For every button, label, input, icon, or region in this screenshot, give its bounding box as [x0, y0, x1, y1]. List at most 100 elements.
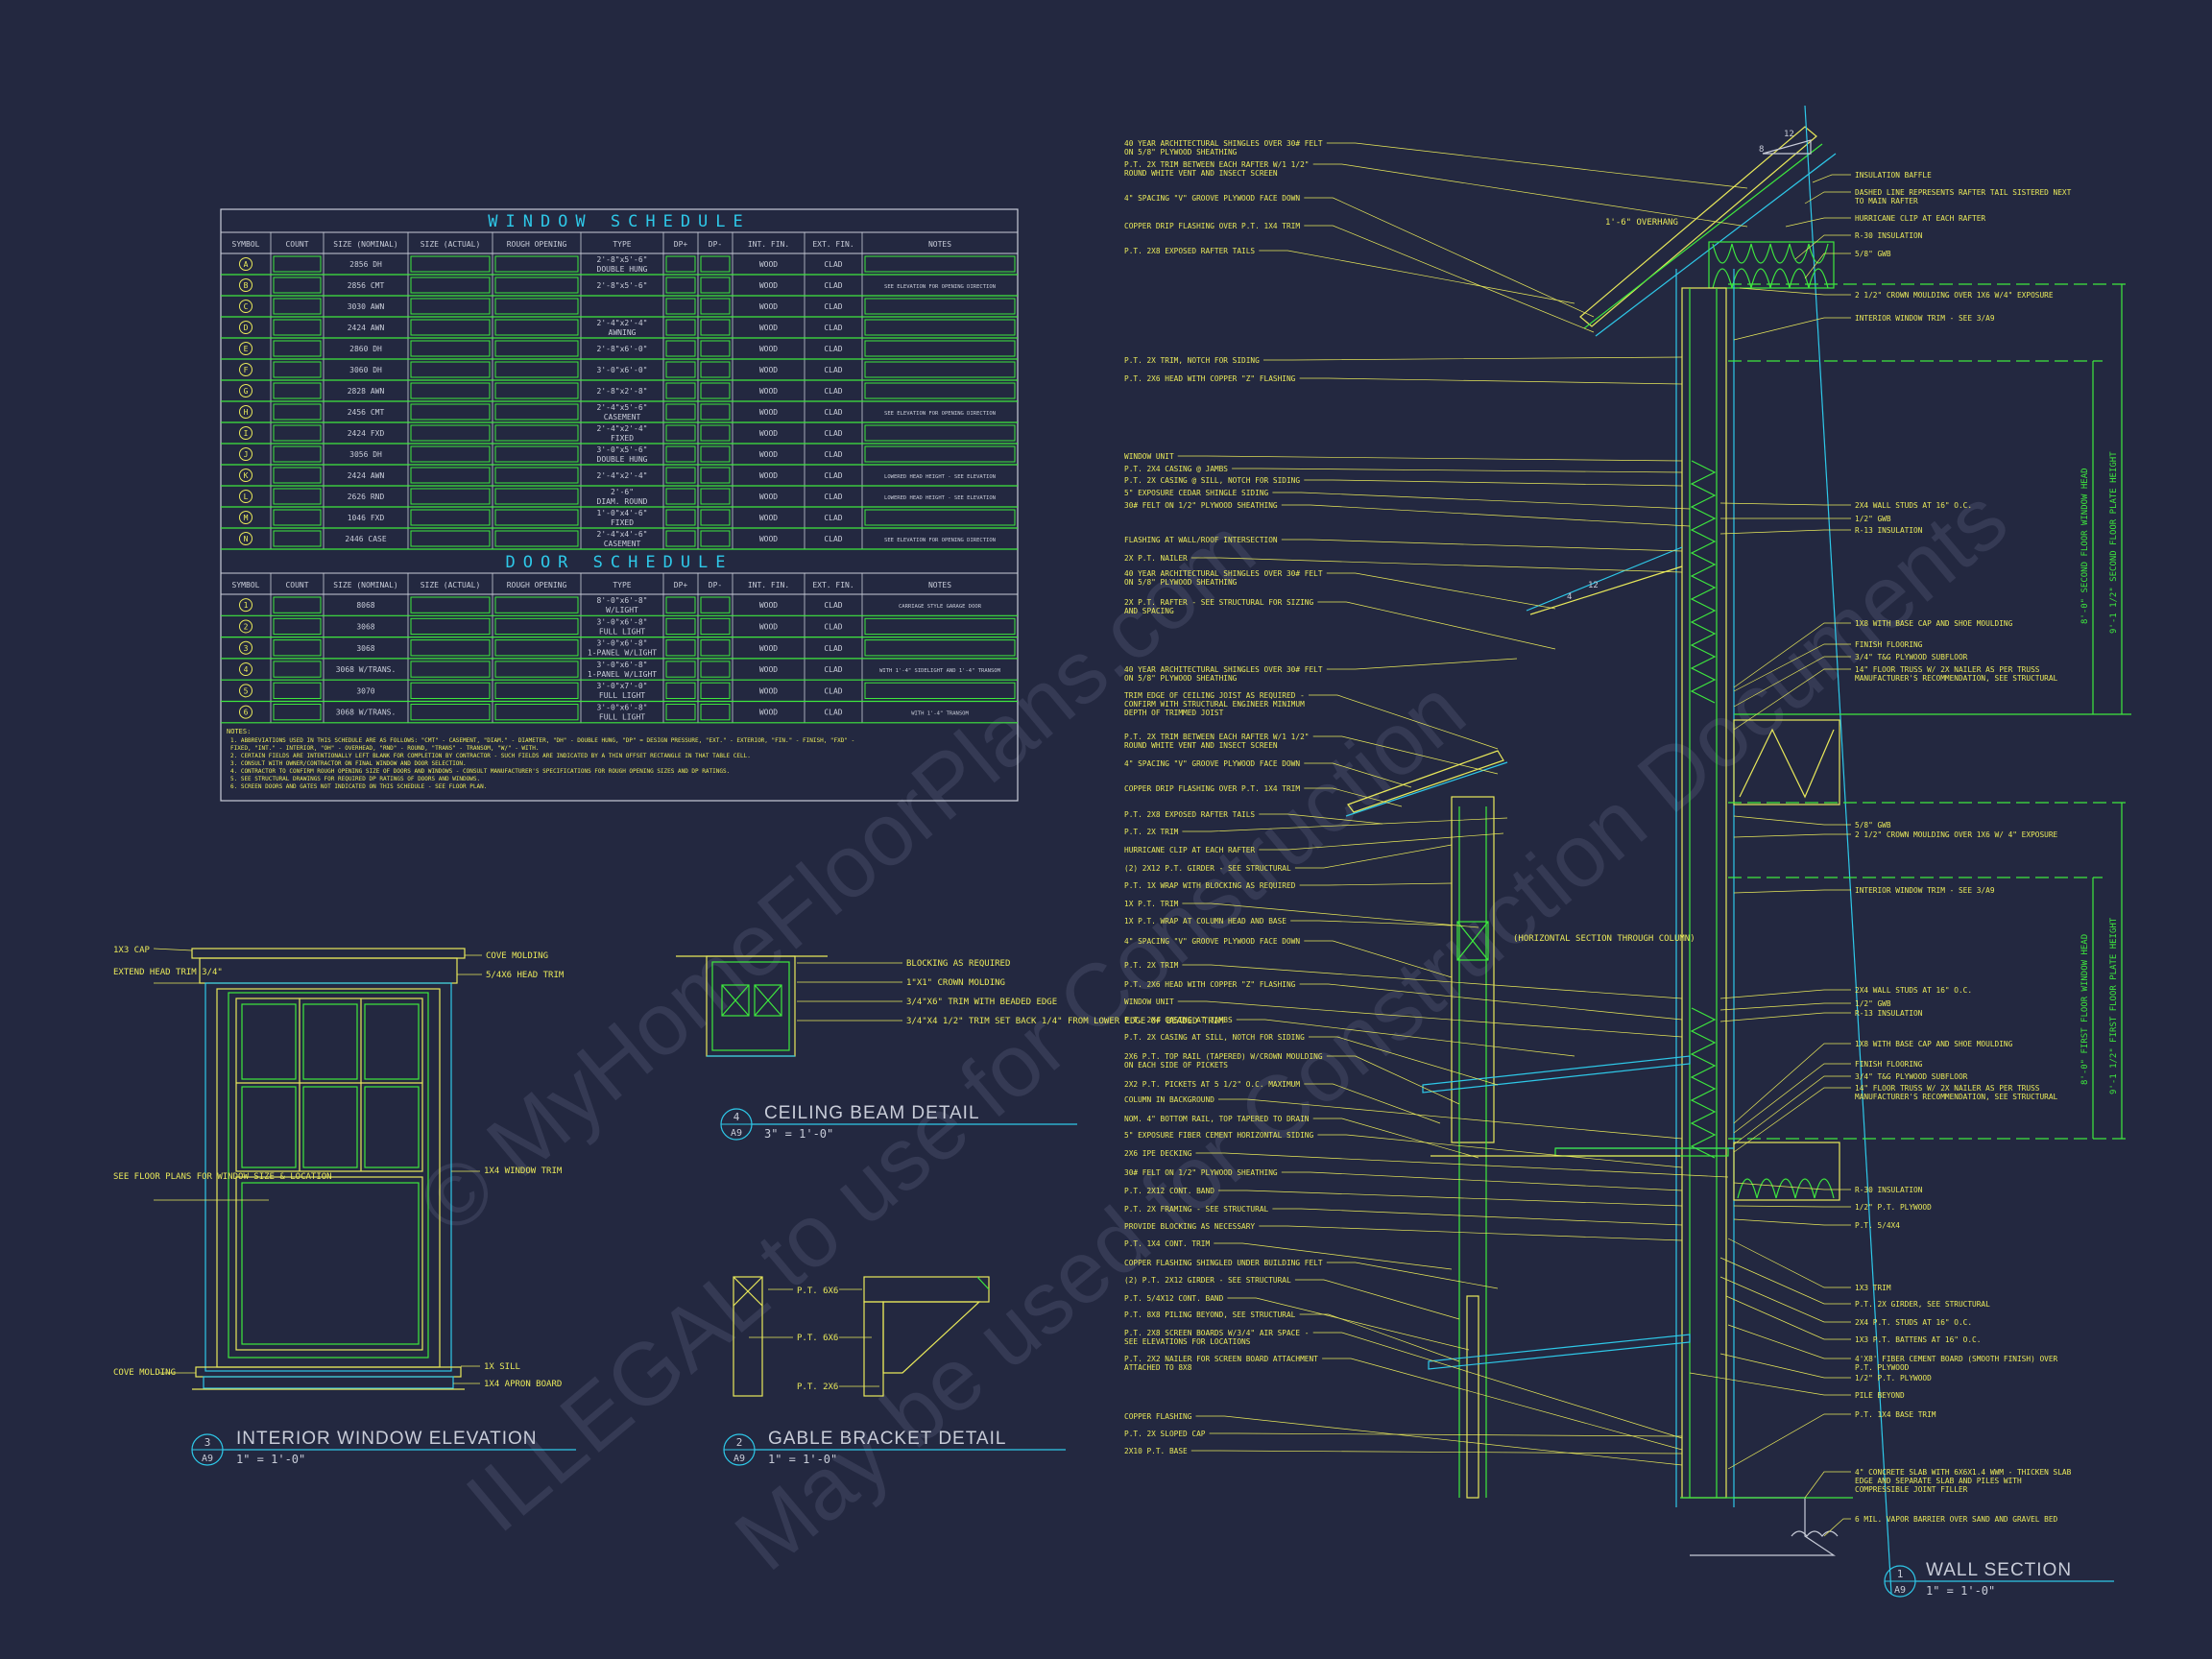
svg-text:(HORIZONTAL SECTION THROUGH CO: (HORIZONTAL SECTION THROUGH COLUMN): [1513, 934, 1695, 944]
column-header: DP-: [709, 240, 722, 249]
wall-label: P.T. 2X FRAMING - SEE STRUCTURAL: [1124, 1205, 1269, 1214]
cell: WOOD: [759, 281, 778, 290]
blank-field: [864, 445, 1016, 463]
leader-line: [1719, 1276, 1851, 1323]
blank-field: [410, 530, 491, 547]
cell: DOUBLE HUNG: [597, 455, 648, 464]
svg-text:3/4"X4 1/2" TRIM SET BACK 1/4": 3/4"X4 1/2" TRIM SET BACK 1/4" FROM LOWE…: [906, 1017, 1224, 1026]
cell: 2'-6": [611, 488, 634, 496]
svg-text:3/4"X6" TRIM WITH BEADED EDGE: 3/4"X6" TRIM WITH BEADED EDGE: [906, 998, 1057, 1007]
leader-line: [1317, 1134, 1683, 1168]
blank-field: [494, 255, 579, 273]
leader-line: [1299, 983, 1683, 1021]
column-header: INT. FIN.: [748, 581, 789, 589]
window-schedule-title: WINDOW SCHEDULE: [488, 212, 751, 231]
svg-text:4: 4: [1567, 592, 1572, 602]
symbol: 5: [244, 686, 249, 695]
svg-text:9'-1 1/2" SECOND FLOOR PLATE H: 9'-1 1/2" SECOND FLOOR PLATE HEIGHT: [2109, 451, 2119, 634]
wall-label: P.T. 2X TRIM: [1124, 961, 1179, 970]
wall-label: FLASHING AT WALL/ROOF INTERSECTION: [1124, 536, 1278, 544]
wall-label: EDGE AND SEPARATE SLAB AND PILES WITH: [1855, 1477, 2022, 1485]
wall-label: 2X10 P.T. BASE: [1124, 1447, 1188, 1455]
wall-label: 4" SPACING "V" GROOVE PLYWOOD FACE DOWN: [1124, 937, 1300, 946]
wall-label: 40 YEAR ARCHITECTURAL SHINGLES OVER 30# …: [1124, 569, 1323, 578]
symbol: 1: [244, 601, 249, 610]
leader-line: [1719, 1012, 1851, 1022]
wall-label: COPPER DRIP FLASHING OVER P.T. 1X4 TRIM: [1124, 784, 1300, 793]
leader-line: [1733, 815, 1851, 826]
leader-line: [1281, 1171, 1683, 1191]
cell: 3070: [356, 686, 374, 695]
column-header: INT. FIN.: [748, 240, 789, 249]
note-line: 2. CERTAIN FIELDS ARE INTENTIONALLY LEFT…: [230, 753, 751, 759]
blank-field: [273, 382, 322, 399]
detail-scale: 1" = 1'-0": [236, 1453, 305, 1466]
wall-label: 2X P.T. RAFTER - SEE STRUCTURAL FOR SIZI…: [1124, 598, 1313, 607]
cell: 2424 FXD: [348, 429, 385, 438]
cell: FULL LIGHT: [599, 691, 645, 700]
cell-note: SEE ELEVATION FOR OPENING DIRECTION: [884, 411, 996, 417]
wall-label: 1/2" GWB: [1855, 515, 1891, 523]
column-header: SIZE (NOMINAL): [333, 581, 397, 589]
column-header: SYMBOL: [232, 240, 260, 249]
cell: FIXED: [611, 518, 634, 527]
blank-field: [494, 509, 579, 526]
door-schedule-title: DOOR SCHEDULE: [505, 553, 733, 572]
wall-label: INTERIOR WINDOW TRIM - SEE 3/A9: [1855, 886, 1995, 895]
wall-label: MANUFACTURER'S RECOMMENDATION, SEE STRUC…: [1855, 674, 2058, 683]
wall-label: WINDOW UNIT: [1124, 452, 1174, 461]
leader-line: [1733, 622, 1851, 688]
blank-field: [494, 596, 579, 613]
symbol: N: [244, 535, 249, 543]
cell: DOUBLE HUNG: [597, 265, 648, 274]
wall-label: 2X P.T. NAILER: [1124, 554, 1188, 563]
wall-section-drawing: 12 8: [1345, 105, 2131, 1595]
blank-field: [494, 639, 579, 657]
blank-field: [665, 424, 696, 442]
cell: 2424 AWN: [348, 324, 385, 332]
cell: CLAD: [824, 324, 842, 332]
wall-label: COLUMN IN BACKGROUND: [1124, 1095, 1214, 1104]
symbol: J: [244, 450, 249, 459]
blank-field: [410, 340, 491, 357]
blank-field: [700, 445, 731, 463]
leader-line: [1195, 1415, 1683, 1466]
wall-label: 2X6 P.T. TOP RAIL (TAPERED) W/CROWN MOUL…: [1124, 1052, 1323, 1061]
cell: 3'-0"x6'-8": [597, 661, 648, 669]
symbol-circle: [239, 447, 252, 461]
wall-label: 40 YEAR ARCHITECTURAL SHINGLES OVER 30# …: [1124, 665, 1323, 674]
cell-note: CARRIAGE STYLE GARAGE DOOR: [899, 604, 982, 610]
cell-note: SEE ELEVATION FOR OPENING DIRECTION: [884, 284, 996, 290]
note-line: 6. SCREEN DOORS AND GATES NOT INDICATED …: [230, 783, 487, 790]
svg-text:1X3 CAP: 1X3 CAP: [113, 946, 151, 955]
blank-field: [494, 661, 579, 678]
column-header: DP+: [674, 240, 688, 249]
leader-line: [1299, 1313, 1460, 1362]
blank-field: [273, 403, 322, 421]
blank-field: [700, 596, 731, 613]
cell: WOOD: [759, 429, 778, 438]
blank-field: [665, 445, 696, 463]
wall-label: 1X P.T. TRIM: [1124, 900, 1179, 908]
wall-label: 14" FLOOR TRUSS W/ 2X NAILER AS PER TRUS…: [1855, 665, 2040, 674]
symbol-circle: [239, 342, 252, 355]
blank-field: [864, 424, 1016, 442]
wall-label: ON 5/8" PLYWOOD SHEATHING: [1124, 674, 1238, 683]
blank-field: [665, 530, 696, 547]
blank-field: [273, 509, 322, 526]
leader-line: [1725, 1295, 1851, 1340]
cell: 3030 AWN: [348, 302, 385, 311]
wall-label: 1X8 WITH BASE CAP AND SHOE MOULDING: [1855, 619, 2013, 628]
cell: 2860 DH: [349, 345, 382, 353]
cell-note: WITH 1'-4" SIDELIGHT AND 1'-4" TRANSOM: [879, 668, 1001, 674]
leader-line: [1304, 479, 1683, 487]
detail-number: 2: [736, 1436, 743, 1449]
blank-field: [410, 639, 491, 657]
leader-line: [1326, 1055, 1460, 1105]
note-line: 4. CONTRACTOR TO CONFIRM ROUGH OPENING S…: [230, 768, 730, 775]
leader-line: [1326, 572, 1556, 610]
cell: WOOD: [759, 686, 778, 695]
wall-label: P.T. 2X TRIM: [1124, 828, 1179, 836]
leader-line: [1304, 1083, 1441, 1124]
